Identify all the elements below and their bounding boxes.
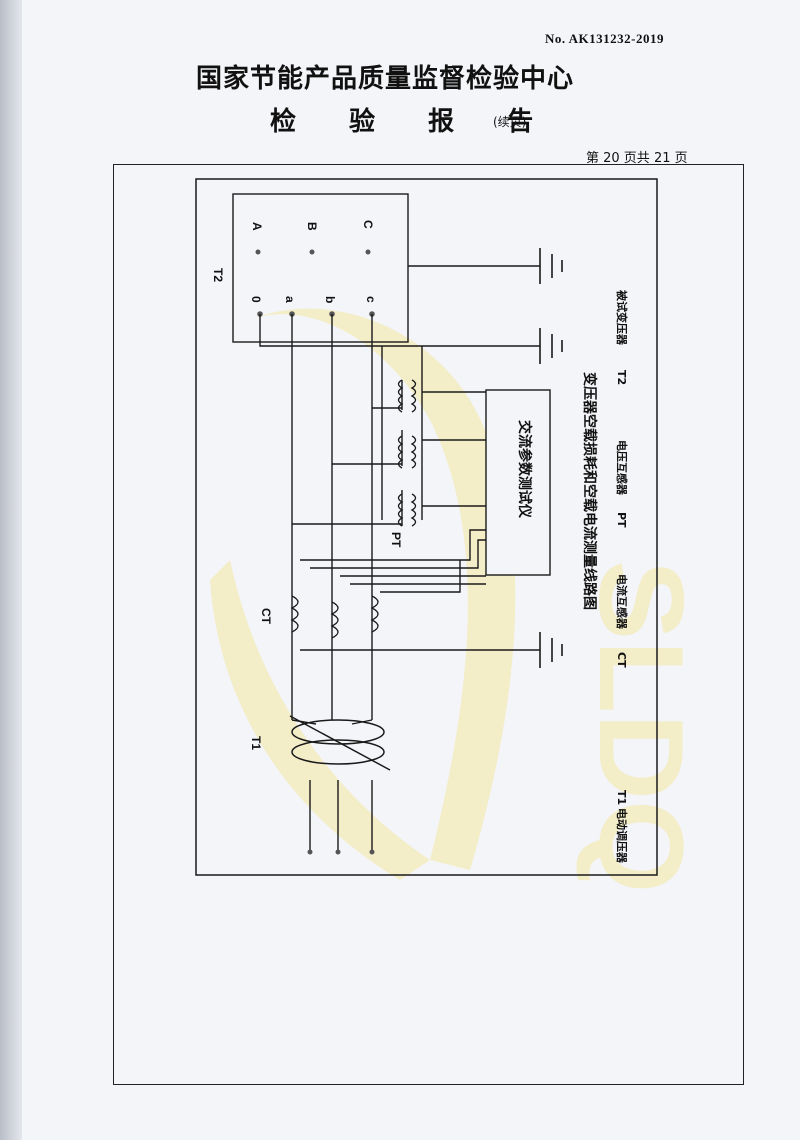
ct-label: CT: [259, 608, 273, 625]
terminal-c: c: [364, 296, 378, 303]
pt-transformer-coils: [397, 379, 417, 527]
legend-code-t1: T1: [615, 790, 628, 805]
center-name-title: 国家节能产品质量监督检验中心: [196, 64, 575, 94]
t1-regulator-symbol: [289, 715, 391, 771]
legend-desc-t1: 电动调压器: [615, 808, 629, 864]
terminal-A: A: [250, 222, 264, 231]
report-sheet: [18, 0, 800, 1140]
terminal-0: 0: [249, 296, 263, 303]
report-title: 检 验 报 告: [270, 107, 556, 137]
ground-icon: [539, 328, 563, 364]
legend-desc-t2: 被试变压器: [615, 290, 629, 346]
diagram-inner-frame: [195, 178, 658, 876]
t2-label: T2: [211, 268, 225, 282]
diagram-outer-frame: [113, 164, 744, 1085]
legend-code-pt: PT: [615, 512, 628, 528]
legend-desc-ct: 电流互感器: [615, 574, 629, 630]
terminal-B: B: [305, 222, 319, 231]
pt-label: PT: [389, 532, 403, 548]
ac-parameter-tester-box: [485, 389, 551, 576]
t2-transformer-box: [232, 193, 409, 343]
page-info: 第 20 页共 21 页: [586, 151, 688, 166]
terminal-a: a: [283, 296, 297, 303]
t1-label: T1: [249, 736, 263, 750]
continued-label: (续页): [493, 115, 527, 129]
ct-transformer-coils: [290, 595, 379, 639]
ground-icon: [539, 632, 563, 668]
binding-edge: [0, 0, 22, 1140]
legend-code-t2: T2: [615, 370, 628, 385]
terminal-C: C: [361, 220, 375, 229]
ground-icon: [539, 248, 563, 284]
t2-high-terminals: A B C: [250, 220, 375, 255]
legend-code-ct: CT: [615, 652, 628, 668]
report-number: No. AK131232-2019: [545, 31, 664, 46]
diagram-caption: 变压器空载损耗和空载电流测量线路图: [581, 372, 598, 610]
terminal-b: b: [323, 296, 337, 303]
supply-terminals: [307, 849, 375, 855]
instrument-label: 交流参数测试仪: [516, 420, 533, 519]
watermark-text: SLDQ: [574, 560, 708, 893]
legend-desc-pt: 电压互感器: [615, 440, 629, 496]
diagram-legend: T1 电动调压器 CT 电流互感器 PT 电压互感器 T2 被试变压器: [615, 290, 629, 864]
watermark-logo: SLDQ: [210, 308, 708, 893]
ground-symbols: [539, 248, 563, 668]
